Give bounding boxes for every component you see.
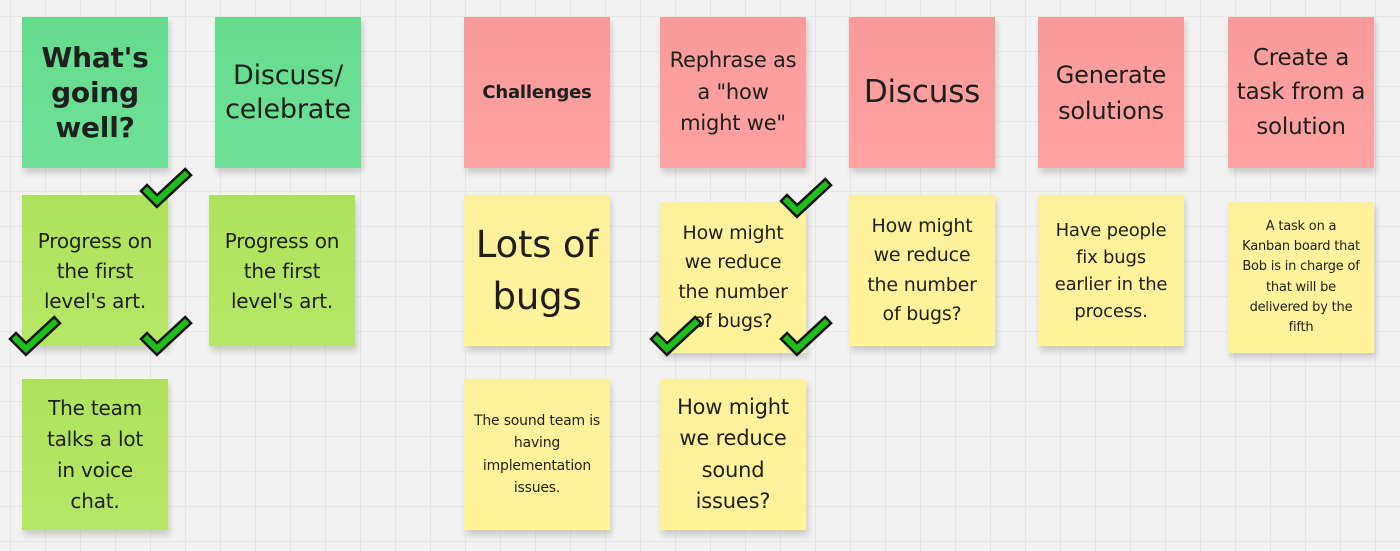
- sticky-kanban-task[interactable]: A task on a Kanban board that Bob is in …: [1228, 202, 1374, 353]
- sticky-text: The team talks a lot in voice chat.: [46, 395, 144, 513]
- sticky-fix-bugs-earlier[interactable]: Have people fix bugs earlier in the proc…: [1038, 195, 1184, 346]
- checkmark-icon[interactable]: [8, 315, 62, 357]
- sticky-discuss-celebrate[interactable]: Discuss/ celebrate: [215, 17, 361, 168]
- sticky-lots-of-bugs[interactable]: Lots of bugs: [464, 195, 610, 346]
- sticky-hmw-bugs-2[interactable]: How might we reduce the number of bugs?: [849, 195, 995, 346]
- sticky-text: Generate solutions: [1055, 60, 1167, 125]
- sticky-generate-solutions[interactable]: Generate solutions: [1038, 17, 1184, 168]
- sticky-text: The sound team is having implementation …: [474, 412, 600, 496]
- sticky-text: How might we reduce the number of bugs?: [867, 214, 977, 325]
- sticky-text: Discuss: [863, 73, 981, 110]
- sticky-rephrase-hmw[interactable]: Rephrase as a "how might we": [660, 17, 806, 168]
- sticky-progress-art-1[interactable]: Progress on the first level's art.: [22, 195, 168, 346]
- sticky-progress-art-2[interactable]: Progress on the first level's art.: [209, 195, 355, 346]
- sticky-text: How might we reduce sound issues?: [677, 394, 789, 514]
- checkmark-icon[interactable]: [139, 167, 193, 209]
- sticky-sound-team-issues[interactable]: The sound team is having implementation …: [464, 379, 610, 530]
- sticky-text: How might we reduce the number of bugs?: [678, 221, 788, 332]
- sticky-text: Rephrase as a "how might we": [669, 48, 797, 136]
- checkmark-icon[interactable]: [779, 315, 833, 357]
- checkmark-icon[interactable]: [779, 177, 833, 219]
- sticky-hmw-sound[interactable]: How might we reduce sound issues?: [660, 379, 806, 530]
- checkmark-icon[interactable]: [139, 315, 193, 357]
- sticky-text: Progress on the first level's art.: [37, 228, 153, 313]
- sticky-text: Have people fix bugs earlier in the proc…: [1054, 219, 1168, 322]
- sticky-discuss[interactable]: Discuss: [849, 17, 995, 168]
- sticky-team-voice-chat[interactable]: The team talks a lot in voice chat.: [22, 379, 168, 530]
- sticky-create-task[interactable]: Create a task from a solution: [1228, 17, 1374, 168]
- sticky-text: Discuss/ celebrate: [225, 59, 351, 125]
- sticky-text: Progress on the first level's art.: [224, 228, 340, 313]
- sticky-challenges[interactable]: Challenges: [464, 17, 610, 168]
- sticky-text: Challenges: [482, 81, 592, 103]
- sticky-whats-going-well[interactable]: What's going well?: [22, 17, 168, 168]
- sticky-text: Lots of bugs: [475, 222, 599, 318]
- sticky-text: A task on a Kanban board that Bob is in …: [1242, 219, 1360, 335]
- sticky-text: What's going well?: [41, 41, 149, 144]
- sticky-text: Create a task from a solution: [1236, 44, 1366, 140]
- checkmark-icon[interactable]: [649, 315, 703, 357]
